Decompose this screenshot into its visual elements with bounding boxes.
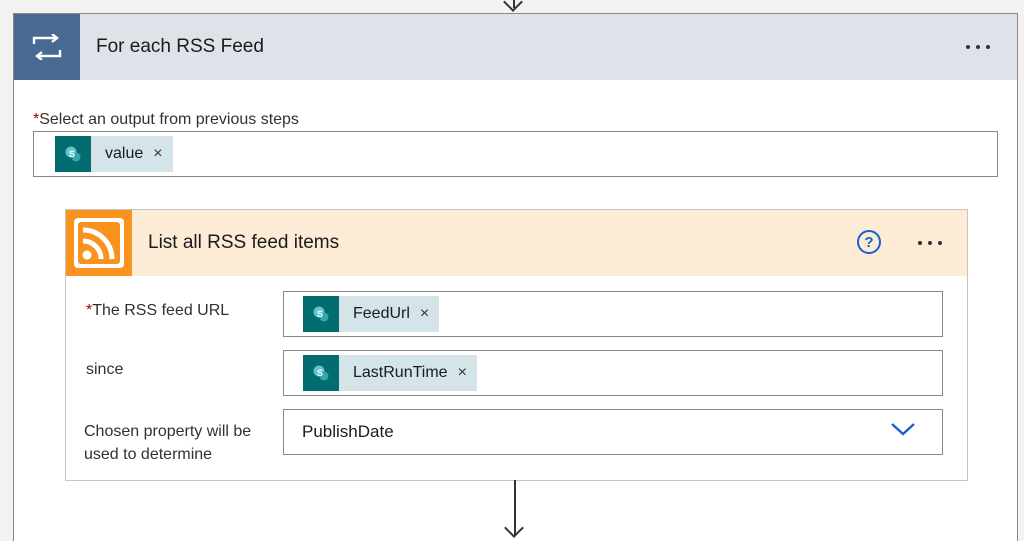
rss-action-title: List all RSS feed items bbox=[148, 232, 340, 253]
chevron-down-icon[interactable] bbox=[890, 420, 916, 443]
loop-more-options-button[interactable] bbox=[966, 37, 990, 57]
svg-text:S: S bbox=[317, 368, 323, 378]
sharepoint-icon: S bbox=[55, 136, 91, 172]
feedurl-token-remove-button[interactable]: × bbox=[419, 305, 430, 322]
lastruntime-token[interactable]: S LastRunTime × bbox=[303, 355, 477, 391]
chosen-property-label-line2: used to determine bbox=[84, 446, 213, 463]
for-each-header[interactable]: For each RSS Feed bbox=[14, 14, 1017, 80]
feed-url-label-text: The RSS feed URL bbox=[92, 302, 230, 319]
feed-url-label: *The RSS feed URL bbox=[86, 302, 229, 320]
chosen-property-label: Chosen property will be used to determin… bbox=[84, 420, 251, 466]
svg-text:S: S bbox=[69, 149, 75, 159]
required-marker: * bbox=[86, 302, 93, 319]
for-each-title: For each RSS Feed bbox=[96, 36, 264, 57]
select-output-label: *Select an output from previous steps bbox=[33, 111, 299, 129]
lastruntime-token-label: LastRunTime bbox=[353, 364, 448, 381]
for-each-card: For each RSS Feed *Select an output from… bbox=[13, 13, 1018, 541]
connector-arrow-top bbox=[499, 0, 529, 14]
connector-arrow-bottom bbox=[500, 480, 530, 540]
chosen-property-dropdown[interactable]: PublishDate bbox=[283, 409, 943, 455]
feed-url-input[interactable]: S FeedUrl × bbox=[283, 291, 943, 337]
since-input[interactable]: S LastRunTime × bbox=[283, 350, 943, 396]
lastruntime-token-remove-button[interactable]: × bbox=[457, 364, 467, 381]
since-label: since bbox=[86, 361, 124, 378]
rss-feed-icon bbox=[66, 210, 132, 276]
help-icon[interactable]: ? bbox=[857, 230, 881, 254]
feedurl-token-label: FeedUrl bbox=[353, 305, 410, 322]
sharepoint-icon: S bbox=[303, 296, 339, 332]
sharepoint-icon: S bbox=[303, 355, 339, 391]
value-token-label: value bbox=[105, 145, 144, 162]
rss-more-options-button[interactable] bbox=[918, 233, 942, 253]
chosen-property-value: PublishDate bbox=[302, 422, 394, 441]
rss-action-header[interactable]: List all RSS feed items ? bbox=[66, 210, 967, 276]
feedurl-token[interactable]: S FeedUrl × bbox=[303, 296, 440, 332]
select-output-input[interactable]: S value × bbox=[33, 131, 998, 177]
svg-text:S: S bbox=[317, 309, 323, 319]
loop-arrows-icon bbox=[14, 14, 80, 80]
select-output-label-text: Select an output from previous steps bbox=[39, 111, 299, 128]
required-marker: * bbox=[33, 111, 40, 128]
rss-action-card: List all RSS feed items ? *The RSS feed … bbox=[65, 209, 968, 481]
chosen-property-label-line1: Chosen property will be bbox=[84, 423, 252, 440]
value-token-remove-button[interactable]: × bbox=[153, 145, 163, 162]
value-token[interactable]: S value × bbox=[55, 136, 173, 172]
